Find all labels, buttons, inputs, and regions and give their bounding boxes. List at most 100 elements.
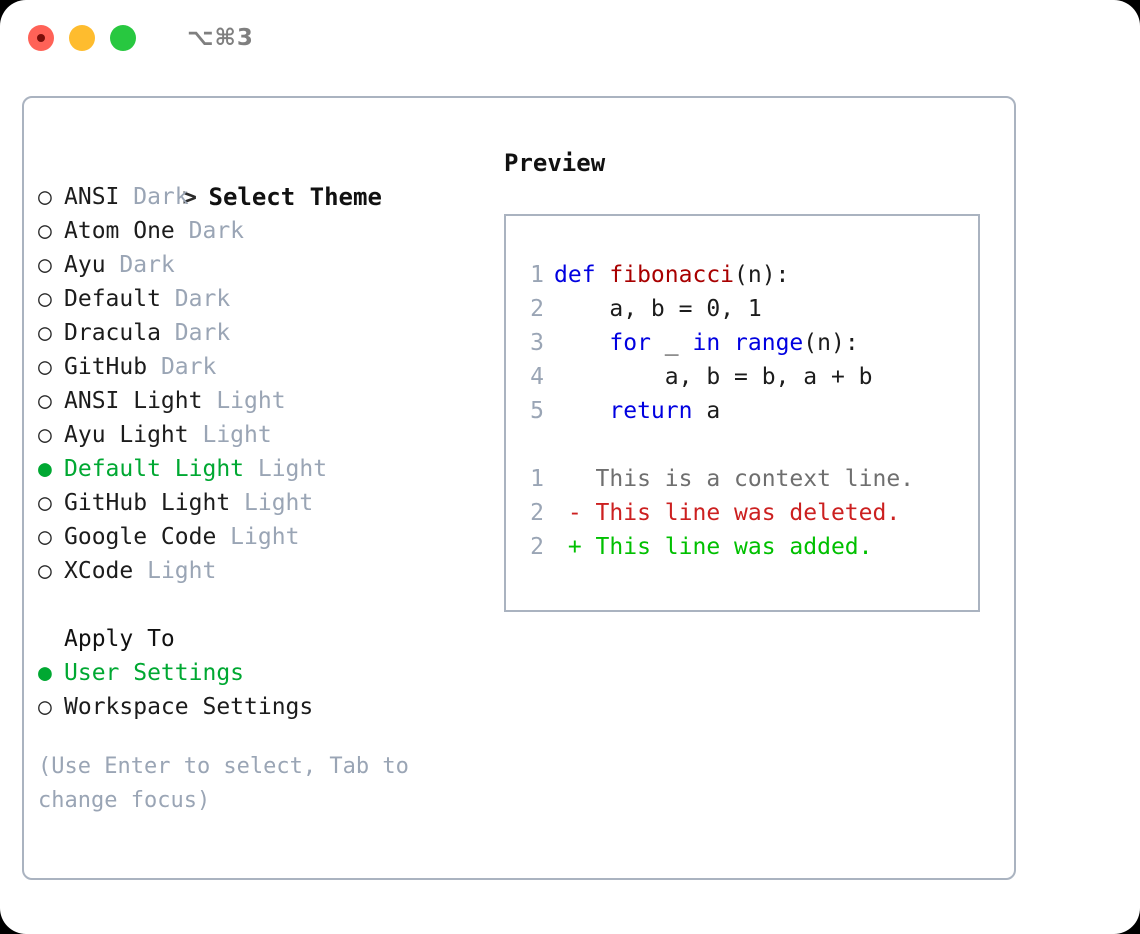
radio-unselected-icon: ○ (38, 422, 52, 448)
diff-line: 2 - This line was deleted. (518, 496, 970, 530)
apply-to-option-label: User Settings (64, 660, 245, 686)
main-panel: >Select Theme ○ANSI Dark○Atom One Dark○A… (22, 96, 1016, 880)
apply-to-options: ● User Settings ○Workspace Settings (38, 656, 488, 724)
theme-list: ○ANSI Dark○Atom One Dark○Ayu Dark○Defaul… (38, 180, 488, 588)
apply-to-option-label: Workspace Settings (64, 694, 314, 720)
theme-list-item[interactable]: ○Default Dark (38, 282, 488, 316)
code-token: def (554, 262, 610, 288)
theme-item-variant: Light (202, 388, 286, 414)
title-bar: ⌥⌘3 (0, 0, 1140, 76)
theme-item-variant: Dark (174, 218, 245, 244)
line-number: 3 (530, 330, 544, 356)
theme-picker-column: >Select Theme ○ANSI Dark○Atom One Dark○A… (38, 146, 488, 818)
theme-list-item[interactable]: ○ Ayu Dark (38, 248, 488, 282)
code-token (554, 330, 609, 356)
radio-unselected-icon: ○ (38, 184, 52, 210)
theme-picker-header-label: Select Theme (208, 183, 382, 211)
minimize-button[interactable] (69, 25, 95, 51)
theme-item-variant: Light (244, 456, 328, 482)
list-spacer (38, 588, 488, 622)
code-token (554, 398, 609, 424)
diff-block: 1 This is a context line. 2 - This line w… (518, 462, 970, 564)
theme-item-label: GitHub (64, 354, 148, 380)
prompt-caret-icon: > (182, 183, 197, 211)
preview-title: Preview (504, 149, 606, 177)
theme-item-variant: Light (230, 490, 314, 516)
radio-unselected-icon: ○ (38, 524, 52, 550)
theme-item-label: XCode (64, 558, 134, 584)
code-token: _ (650, 330, 693, 356)
theme-list-item[interactable]: ○GitHub Light Light (38, 486, 488, 520)
code-token: for (609, 330, 651, 356)
code-token: range (734, 330, 804, 356)
apply-to-title: Apply To (64, 626, 175, 652)
diff-sign (554, 466, 596, 492)
line-number: 5 (530, 398, 544, 424)
theme-item-variant: Light (216, 524, 300, 550)
theme-item-variant: Light (133, 558, 217, 584)
code-token: (n): (803, 330, 859, 356)
theme-item-variant: Light (188, 422, 272, 448)
line-number: 1 (530, 262, 544, 288)
radio-unselected-icon: ○ (38, 558, 52, 584)
code-preview: 1 def fibonacci (n): 2 a, b = 0, 1 3 for _ i… (518, 258, 970, 564)
theme-item-label: ANSI Light (64, 388, 203, 414)
diff-sign: - (554, 500, 596, 526)
preview-column: Preview 1 def fibonacci (n): 2 a, b = 0, 1 3… (504, 146, 1004, 612)
radio-unselected-icon: ○ (38, 354, 52, 380)
radio-unselected-icon: ○ (38, 320, 52, 346)
diff-gap (518, 428, 970, 462)
theme-item-label: Default (64, 286, 161, 312)
theme-list-item[interactable]: ○ Dracula Dark (38, 316, 488, 350)
theme-list-item[interactable]: ○ Google Code Light (38, 520, 488, 554)
keyboard-hint-text: (Use Enter to select, Tab to change focu… (38, 754, 423, 813)
window-shortcut-label: ⌥⌘3 (187, 25, 254, 51)
code-token: fibonacci (609, 262, 735, 288)
theme-list-item[interactable]: ○ ANSI Light Light (38, 384, 488, 418)
theme-item-label: Google Code (64, 524, 217, 550)
maximize-button[interactable] (110, 25, 136, 51)
diff-text: This line was added. (595, 534, 873, 560)
preview-box: 1 def fibonacci (n): 2 a, b = 0, 1 3 for _ i… (504, 214, 980, 612)
theme-list-item[interactable]: ○ Ayu Light Light (38, 418, 488, 452)
apply-to-option[interactable]: ● User Settings (38, 656, 488, 690)
theme-list-item[interactable]: ○ANSI Dark (38, 180, 488, 214)
line-number: 2 (530, 534, 544, 560)
theme-item-variant: Dark (147, 354, 217, 380)
code-line: 5 return a (518, 394, 970, 428)
theme-item-label: Ayu Light (64, 422, 189, 448)
theme-list-item[interactable]: ●Default Light Light (38, 452, 488, 486)
line-number: 1 (530, 466, 544, 492)
close-button[interactable] (28, 25, 54, 51)
theme-list-item[interactable]: ○ GitHub Dark (38, 350, 488, 384)
code-token: return (609, 398, 693, 424)
theme-picker-header: > Select Theme (38, 146, 488, 211)
radio-selected-icon: ● (38, 456, 52, 482)
code-token: a, b = b, a + b (554, 364, 873, 390)
code-line: 4 a, b = b, a + b (518, 360, 970, 394)
diff-text: This is a context line. (595, 466, 915, 492)
diff-line: 2 + This line was added. (518, 530, 970, 564)
theme-list-item[interactable]: ○ XCode Light (38, 554, 488, 588)
theme-list-item[interactable]: ○Atom One Dark (38, 214, 488, 248)
line-number: 2 (530, 500, 544, 526)
theme-item-variant: Dark (105, 252, 175, 278)
code-token: in (692, 330, 721, 356)
code-token: a, b = 0, 1 (554, 296, 762, 322)
line-number: 4 (530, 364, 544, 390)
radio-unselected-icon: ○ (38, 252, 52, 278)
diff-sign: + (554, 534, 596, 560)
radio-selected-icon: ● (38, 660, 52, 686)
code-line: 3 for _ in range(n): (518, 326, 970, 360)
radio-unselected-icon: ○ (38, 218, 52, 244)
theme-item-label: Dracula (64, 320, 161, 346)
radio-unselected-icon: ○ (38, 388, 52, 414)
apply-to-option[interactable]: ○Workspace Settings (38, 690, 488, 724)
theme-item-label: ANSI (64, 184, 120, 210)
theme-item-label: Ayu (64, 252, 106, 278)
theme-item-variant: Dark (160, 320, 231, 346)
diff-text: This line was deleted. (595, 500, 901, 526)
code-token: a (692, 398, 721, 424)
